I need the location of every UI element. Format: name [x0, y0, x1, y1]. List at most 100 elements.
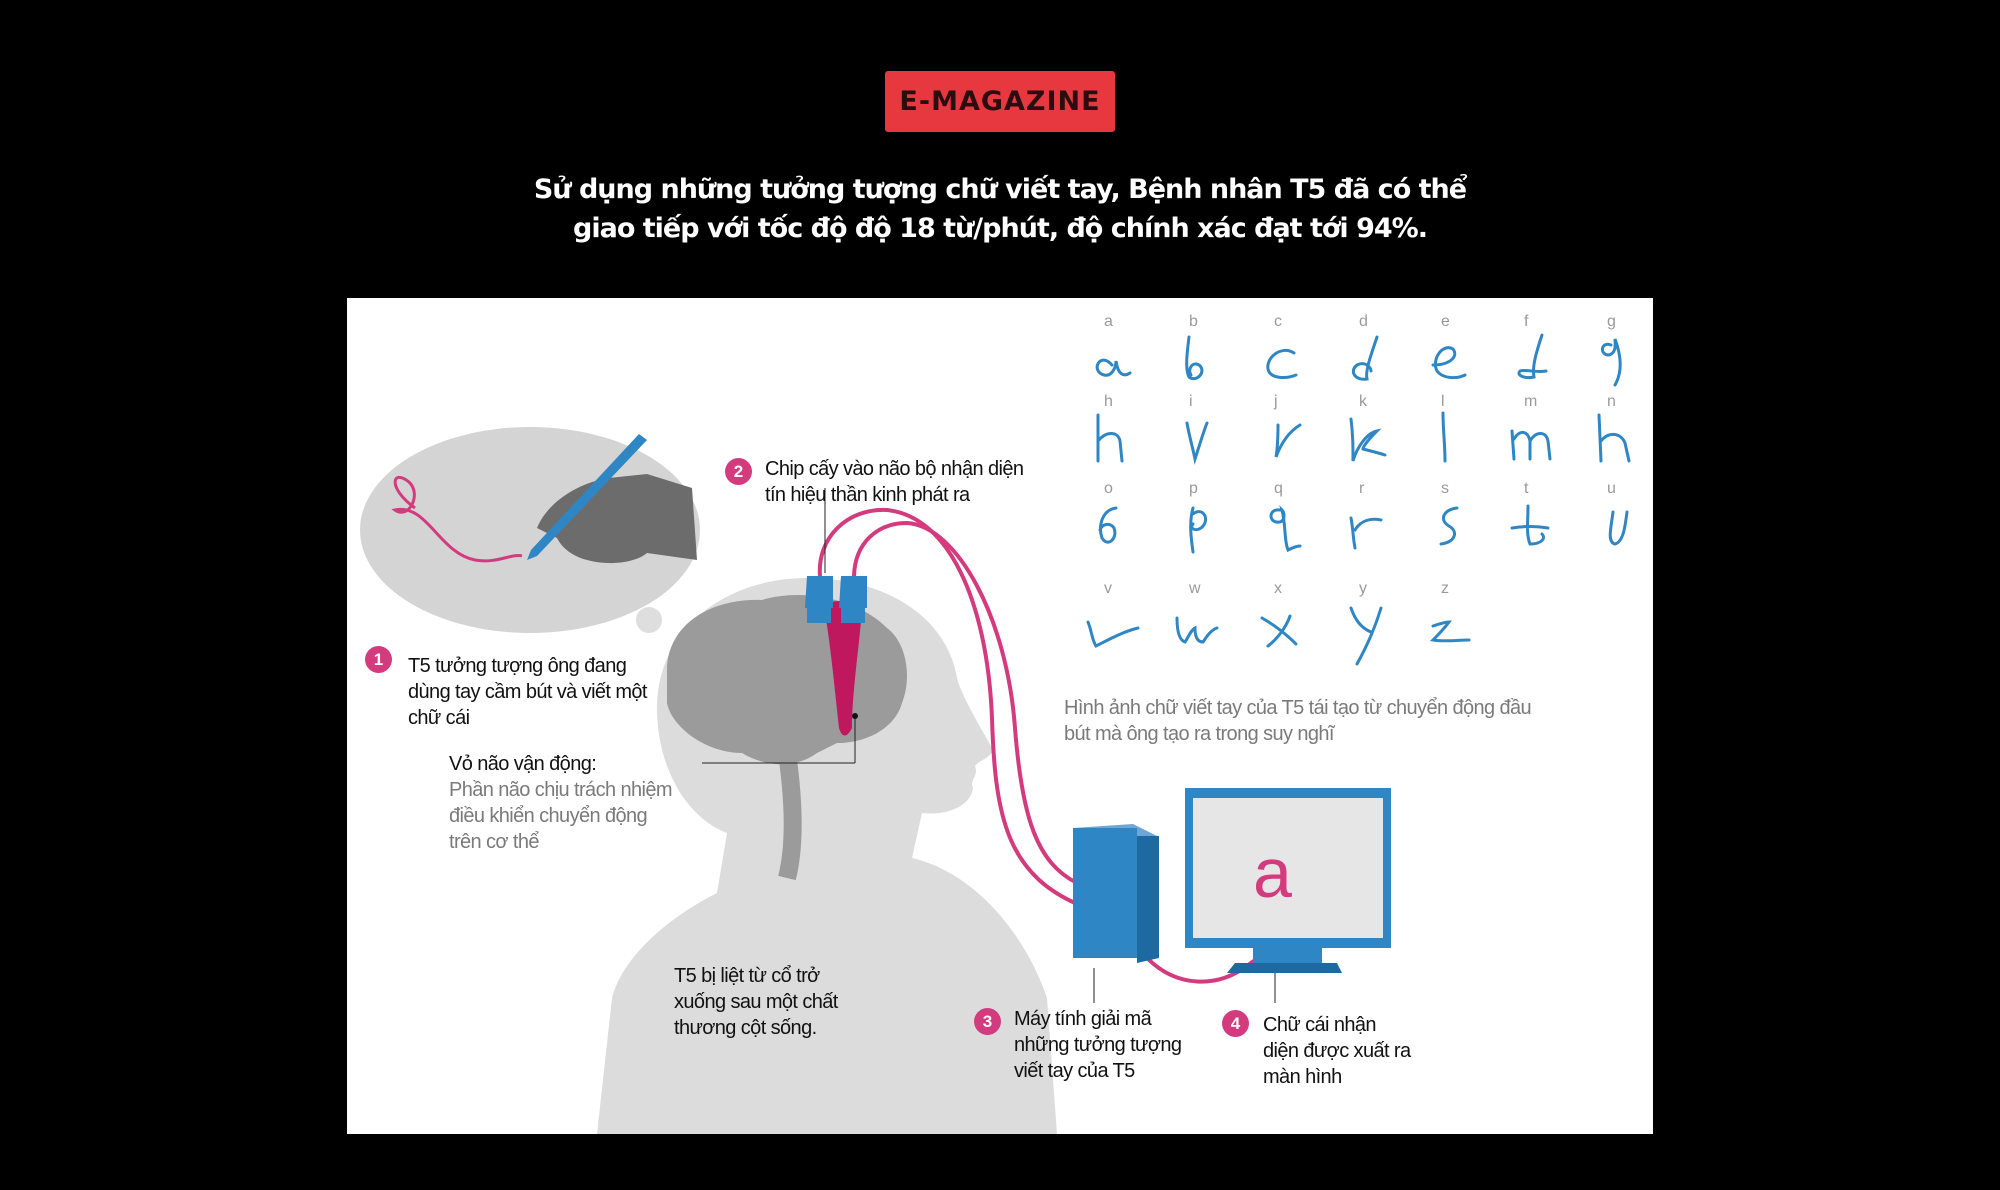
- letter-label-f: f: [1524, 313, 1529, 330]
- implant-connector-right: [839, 576, 867, 608]
- handwritten-q-stroke: [1269, 505, 1302, 553]
- letter-label-a: a: [1104, 313, 1113, 330]
- letter-label-y: y: [1359, 580, 1367, 597]
- letter-label-b: b: [1189, 313, 1198, 330]
- handwritten-y-glyph: [1349, 606, 1383, 666]
- letter-label-z: z: [1441, 580, 1449, 597]
- step-1-badge: 1: [365, 646, 392, 673]
- cortex-marker: [852, 713, 858, 719]
- handwritten-j-glyph: [1274, 423, 1302, 458]
- handwritten-u-stroke: [1608, 510, 1629, 546]
- monitor-screen: [1193, 798, 1383, 938]
- handwritten-z-glyph: [1429, 620, 1471, 643]
- handwritten-c-stroke: [1266, 348, 1298, 379]
- implant-chip-right: [841, 608, 865, 623]
- step-3-line-2: những tưởng tượng: [1014, 1034, 1182, 1056]
- handwritten-k-glyph: [1349, 417, 1387, 462]
- implant-chip-left: [807, 608, 831, 623]
- handwritten-x-glyph: [1260, 614, 1298, 648]
- step-2-line-2: tín hiệu thần kinh phát ra: [765, 484, 970, 506]
- letter-label-l: l: [1441, 393, 1445, 410]
- letter-label-s: s: [1441, 480, 1449, 497]
- handwritten-j-stroke: [1274, 423, 1302, 458]
- handwriting-caption-line-1: Hình ảnh chữ viết tay của T5 tái tạo từ …: [1064, 697, 1532, 719]
- motor-cortex-note: Vỏ não vận động: Phần não chịu trách nhi…: [449, 751, 709, 855]
- motor-cortex-highlight: [825, 600, 862, 736]
- handwritten-l-stroke: [1441, 411, 1447, 463]
- signal-cable-1: [817, 507, 1088, 910]
- step-3-text: Máy tính giải mã những tưởng tượng viết …: [1014, 1006, 1214, 1084]
- handwriting-caption: Hình ảnh chữ viết tay của T5 tái tạo từ …: [1064, 695, 1604, 747]
- patient-note-line-3: thương cột sống.: [674, 1017, 817, 1039]
- handwritten-m-stroke: [1510, 429, 1552, 461]
- letter-label-k: k: [1359, 393, 1367, 410]
- handwritten-t-stroke: [1510, 504, 1550, 546]
- patient-note-line-1: T5 bị liệt từ cổ trở: [674, 965, 820, 987]
- handwritten-t-glyph: [1510, 504, 1550, 546]
- letter-label-o: o: [1104, 480, 1113, 497]
- handwritten-e-glyph: [1431, 346, 1467, 380]
- handwritten-f-stroke: [1517, 333, 1548, 379]
- step-1-text: T5 tưởng tượng ông đang dùng tay cầm bút…: [408, 653, 698, 731]
- handwritten-g-stroke: [1601, 338, 1622, 387]
- handwritten-g-glyph: [1601, 338, 1622, 387]
- letter-label-x: x: [1274, 580, 1282, 597]
- handwritten-x-stroke: [1260, 614, 1298, 648]
- letter-label-p: p: [1189, 480, 1198, 497]
- handwritten-i-glyph: [1185, 421, 1209, 465]
- letter-label-v: v: [1104, 580, 1112, 597]
- handwritten-d-stroke: [1351, 335, 1379, 381]
- computer-tower-side: [1137, 836, 1159, 963]
- monitor-stand: [1253, 948, 1322, 963]
- handwriting-caption-line-2: bút mà ông tạo ra trong suy nghĩ: [1064, 723, 1334, 745]
- step-4-text: Chữ cái nhận diện được xuất ra màn hình: [1263, 1012, 1443, 1090]
- handwritten-l-glyph: [1441, 411, 1447, 463]
- letter-label-m: m: [1524, 393, 1538, 410]
- handwritten-i-stroke: [1185, 421, 1209, 465]
- infographic-illustration: [360, 427, 1391, 1134]
- letter-label-i: i: [1189, 393, 1193, 410]
- motor-cortex-desc-3: trên cơ thể: [449, 831, 540, 853]
- letter-label-c: c: [1274, 313, 1282, 330]
- handwritten-n-stroke: [1597, 413, 1631, 463]
- letter-label-g: g: [1607, 313, 1616, 330]
- handwritten-m-glyph: [1510, 429, 1552, 461]
- handwritten-p-stroke: [1189, 506, 1207, 554]
- step-4-line-2: diện được xuất ra: [1263, 1040, 1411, 1062]
- handwritten-f-glyph: [1517, 333, 1548, 379]
- headline-line-1: Sử dụng những tưởng tượng chữ viết tay, …: [533, 174, 1467, 205]
- handwritten-q-glyph: [1269, 505, 1302, 553]
- handwritten-w-glyph: [1175, 616, 1219, 644]
- handwritten-d-glyph: [1351, 335, 1379, 381]
- handwritten-c-glyph: [1266, 348, 1298, 379]
- headline: Sử dụng những tưởng tượng chữ viết tay, …: [400, 170, 1600, 248]
- handwritten-k-stroke: [1349, 417, 1387, 462]
- handwritten-u-glyph: [1608, 510, 1629, 546]
- letter-label-j: j: [1274, 393, 1278, 410]
- motor-cortex-desc-2: điều khiển chuyển động: [449, 805, 648, 827]
- letter-label-h: h: [1104, 393, 1113, 410]
- handwritten-w-stroke: [1175, 616, 1219, 644]
- handwritten-v-glyph: [1086, 620, 1140, 648]
- computer-tower-icon: [1073, 828, 1137, 958]
- step-2-badge: 2: [725, 458, 752, 485]
- patient-note-line-2: xuống sau một chất: [674, 991, 838, 1013]
- step-4-line-1: Chữ cái nhận: [1263, 1014, 1377, 1036]
- step-1-line-1: T5 tưởng tượng ông đang: [408, 655, 627, 677]
- step-3-line-1: Máy tính giải mã: [1014, 1008, 1152, 1030]
- implant-connector-left: [805, 576, 833, 608]
- imagined-letter-stroke: [391, 475, 523, 563]
- handwritten-y-stroke: [1349, 606, 1383, 666]
- handwritten-e-stroke: [1431, 346, 1467, 380]
- step-1-line-3: chữ cái: [408, 707, 470, 729]
- pen-icon: [527, 434, 647, 560]
- handwritten-h-stroke: [1096, 413, 1124, 463]
- step-4-line-3: màn hình: [1263, 1066, 1342, 1088]
- letter-label-n: n: [1607, 393, 1616, 410]
- hand-icon: [537, 474, 697, 564]
- motor-cortex-desc-1: Phần não chịu trách nhiệm: [449, 779, 673, 801]
- letter-label-u: u: [1607, 480, 1616, 497]
- patient-note: T5 bị liệt từ cổ trở xuống sau một chất …: [674, 963, 894, 1041]
- letter-label-q: q: [1274, 480, 1283, 497]
